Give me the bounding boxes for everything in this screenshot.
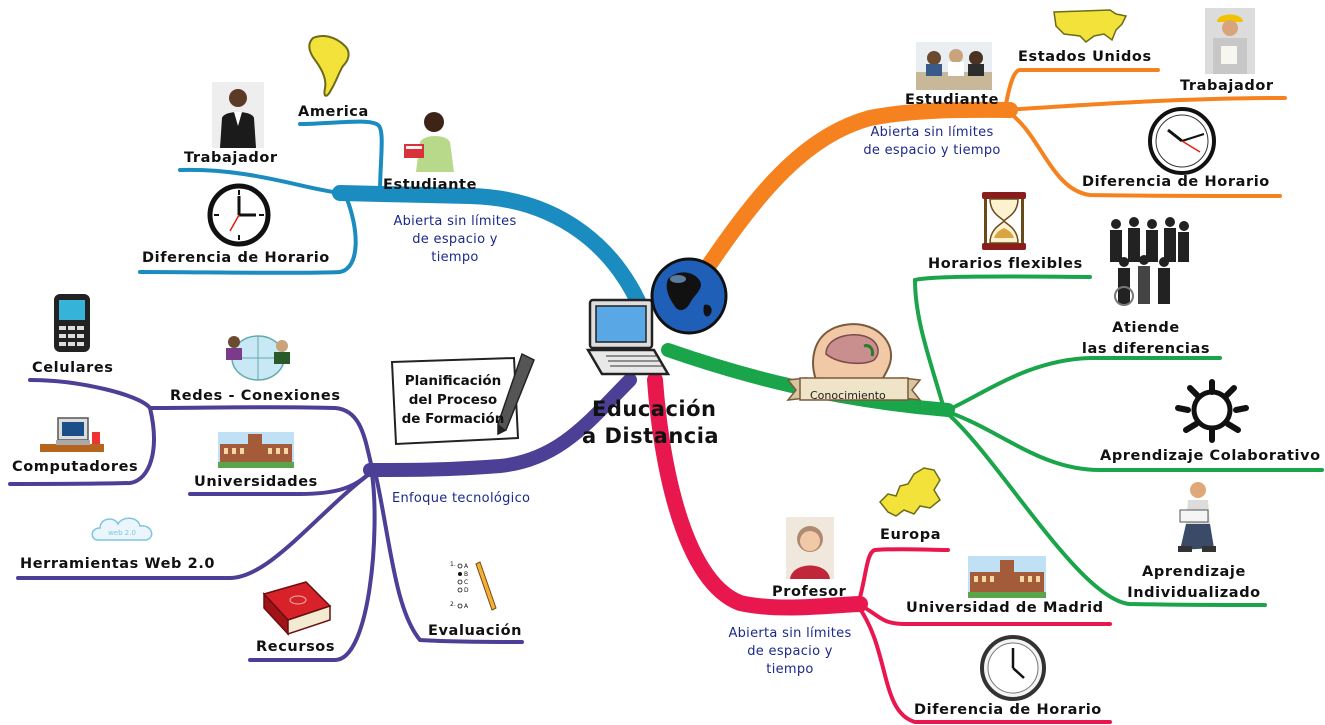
usa-map-icon bbox=[1053, 9, 1128, 43]
aprendizaje-individualizado-label: Aprendizaje Individualizado bbox=[1124, 562, 1264, 604]
svg-text:B: B bbox=[464, 571, 468, 578]
hourglass-icon bbox=[982, 192, 1026, 250]
tl-estudiante-label: Estudiante bbox=[383, 177, 478, 193]
students-classroom-icon bbox=[916, 42, 992, 90]
celulares-label: Celulares bbox=[32, 360, 114, 376]
head-brain-icon bbox=[786, 323, 922, 401]
profesor-label: Profesor bbox=[772, 584, 847, 600]
tr-estudiante-label: Estudiante bbox=[905, 92, 1000, 108]
plan-line3: de Formación bbox=[401, 411, 505, 427]
br-diferencia-label: Diferencia de Horario bbox=[914, 702, 1102, 718]
aprendizaje-colaborativo-label: Aprendizaje Colaborativo bbox=[1100, 448, 1321, 464]
tr-diferencia-label: Diferencia de Horario bbox=[1082, 174, 1270, 190]
br-note-line1: Abierta sin límites bbox=[728, 626, 852, 641]
planificacion-label: Planificación del Proceso de Formación bbox=[394, 372, 512, 429]
tl-note-line3: tiempo bbox=[431, 250, 479, 265]
clock-icon bbox=[207, 183, 271, 247]
teacher-woman-icon bbox=[786, 517, 834, 579]
svg-text:1.: 1. bbox=[450, 561, 456, 568]
europe-map-icon bbox=[878, 467, 941, 517]
university-building-icon bbox=[218, 432, 294, 468]
web-cloud-icon: web 2.0 bbox=[91, 517, 153, 541]
plan-line2: del Proceso bbox=[408, 392, 498, 408]
network-people-icon bbox=[226, 335, 290, 381]
br-note-line2: de espacio y bbox=[747, 644, 833, 659]
svg-text:web 2.0: web 2.0 bbox=[108, 529, 136, 537]
businesswoman-icon bbox=[212, 82, 264, 148]
globe-icon bbox=[650, 257, 728, 335]
branch-blue bbox=[138, 119, 653, 326]
tr-note-line1: Abierta sin límites bbox=[870, 125, 994, 140]
tl-note-line1: Abierta sin límites bbox=[393, 214, 517, 229]
mobile-phone-icon bbox=[54, 294, 90, 352]
tr-estados-unidos-label: Estados Unidos bbox=[1018, 49, 1152, 65]
svg-text:D: D bbox=[464, 587, 469, 594]
tr-note: Abierta sin límites de espacio y tiempo bbox=[850, 124, 1014, 160]
recursos-label: Recursos bbox=[256, 639, 336, 655]
atiende-line2: las diferencias bbox=[1081, 341, 1211, 357]
red-book-icon bbox=[262, 581, 332, 636]
university-building-icon bbox=[968, 556, 1046, 598]
checklist-test-icon: 1. A B C D 2. A bbox=[450, 561, 497, 611]
clock-icon bbox=[1148, 107, 1216, 175]
horarios-flexibles-label: Horarios flexibles bbox=[928, 256, 1083, 272]
tl-note: Abierta sin límites de espacio y tiempo bbox=[372, 213, 538, 267]
branch-green bbox=[661, 274, 1324, 607]
atiende-line1: Atiende bbox=[1112, 320, 1180, 336]
student-girl-icon bbox=[404, 112, 454, 172]
tr-trabajador-label: Trabajador bbox=[1180, 78, 1274, 94]
br-note-line3: tiempo bbox=[766, 662, 814, 677]
document-pen-icon bbox=[390, 352, 535, 446]
desktop-computer-icon bbox=[40, 417, 104, 452]
laptop-icon bbox=[585, 298, 671, 376]
computadores-label: Computadores bbox=[12, 459, 139, 475]
central-title-line1: Educación bbox=[592, 397, 717, 421]
worker-helmet-icon bbox=[1205, 8, 1255, 74]
branch-red bbox=[647, 372, 1112, 725]
crowd-people-icon bbox=[1110, 217, 1189, 306]
svg-text:A: A bbox=[464, 563, 469, 570]
conocimiento-ribbon-label: Conocimiento bbox=[810, 389, 886, 402]
evaluacion-label: Evaluación bbox=[428, 623, 523, 639]
svg-text:2.: 2. bbox=[450, 601, 456, 608]
atiende-diferencias-label: Atiende las diferencias bbox=[1080, 318, 1212, 360]
tl-diferencia-label: Diferencia de Horario bbox=[142, 250, 330, 266]
wall-clock-icon bbox=[980, 635, 1046, 701]
individualizado-line1: Aprendizaje bbox=[1142, 564, 1246, 580]
people-circle-icon bbox=[1175, 379, 1249, 443]
europa-label: Europa bbox=[880, 527, 942, 543]
herramientas-web-label: Herramientas Web 2.0 bbox=[20, 556, 216, 572]
central-title-line2: a Distancia bbox=[582, 424, 720, 448]
tl-america-label: America bbox=[298, 104, 369, 120]
branch-purple bbox=[8, 373, 637, 663]
tl-note-line2: de espacio y bbox=[412, 232, 498, 247]
south-america-map-icon bbox=[308, 35, 350, 97]
tl-trabajador-label: Trabajador bbox=[184, 150, 278, 166]
svg-text:C: C bbox=[464, 579, 468, 586]
br-note: Abierta sin límites de espacio y tiempo bbox=[704, 625, 876, 679]
branch-orange bbox=[677, 67, 1287, 308]
plan-line1: Planificación bbox=[404, 373, 502, 389]
reading-boy-icon bbox=[1178, 482, 1216, 552]
enfoque-tecnologico-note: Enfoque tecnológico bbox=[392, 491, 531, 506]
svg-text:A: A bbox=[464, 603, 469, 610]
central-topic: Educación a Distancia bbox=[582, 396, 719, 450]
universidad-madrid-label: Universidad de Madrid bbox=[906, 600, 1104, 616]
tr-note-line2: de espacio y tiempo bbox=[863, 143, 1001, 158]
redes-conexiones-label: Redes - Conexiones bbox=[170, 388, 341, 404]
individualizado-line2: Individualizado bbox=[1127, 585, 1261, 601]
universidades-label: Universidades bbox=[194, 474, 318, 490]
